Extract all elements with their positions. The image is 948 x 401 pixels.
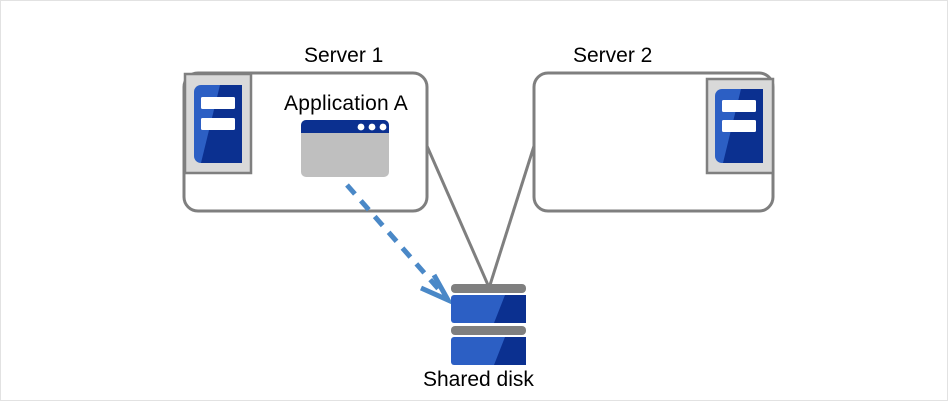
shared-disk-icon[interactable] [451, 284, 526, 365]
shared-disk-label: Shared disk [423, 368, 534, 391]
arrow-app-to-disk [345, 183, 454, 306]
connector-server2-to-disk [488, 145, 536, 286]
connector-server1-to-disk [425, 145, 490, 286]
server1-icon [183, 72, 253, 175]
application-a-label: Application A [284, 92, 409, 115]
application-window-icon[interactable] [301, 120, 389, 177]
server2-label: Server 2 [573, 44, 653, 67]
server1-label: Server 1 [304, 44, 384, 67]
server2-icon [705, 77, 775, 175]
